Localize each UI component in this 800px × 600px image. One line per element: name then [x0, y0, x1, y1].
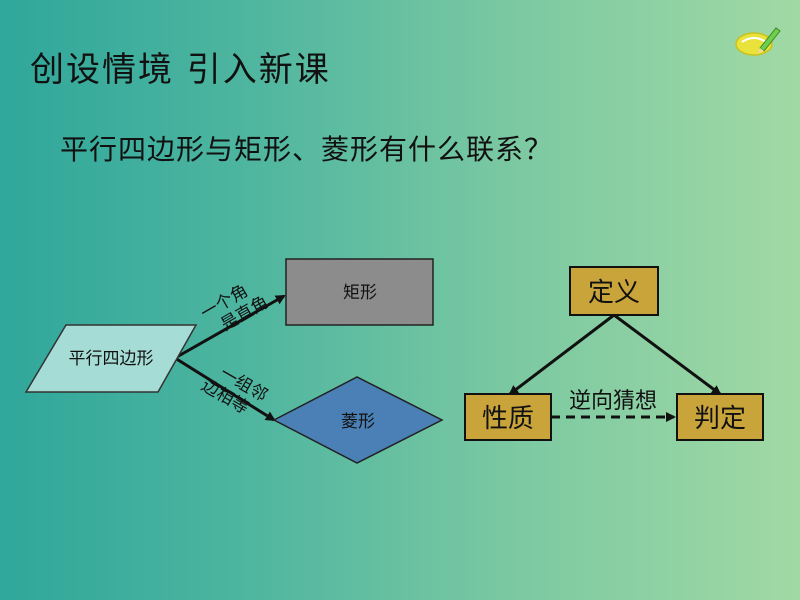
parallelogram-label: 平行四边形	[69, 349, 154, 369]
arrow-to-rhombus	[174, 356, 276, 422]
definition-box	[569, 266, 659, 316]
conjecture-label: 逆向猜想	[569, 389, 657, 414]
slide-question: 平行四边形与矩形、菱形有什么联系？	[60, 133, 554, 166]
arrow-definition-to-property	[508, 313, 615, 396]
definition-label: 定义	[588, 278, 640, 308]
rhombus-shape	[272, 376, 444, 464]
judgment-label: 判定	[694, 404, 746, 434]
arrow-definition-to-judgment	[613, 313, 722, 396]
parallelogram-shape	[24, 324, 198, 393]
arrow-to-rectangle	[174, 294, 286, 360]
rectangle-label: 矩形	[343, 283, 377, 303]
slide-title: 创设情境 引入新课	[30, 50, 331, 90]
judgment-box	[676, 393, 764, 441]
rectangle-shape	[285, 258, 434, 326]
rhombus-label: 菱形	[341, 412, 375, 432]
property-label: 性质	[482, 404, 534, 434]
pencil-badge-icon	[735, 27, 781, 56]
property-box	[464, 393, 552, 441]
